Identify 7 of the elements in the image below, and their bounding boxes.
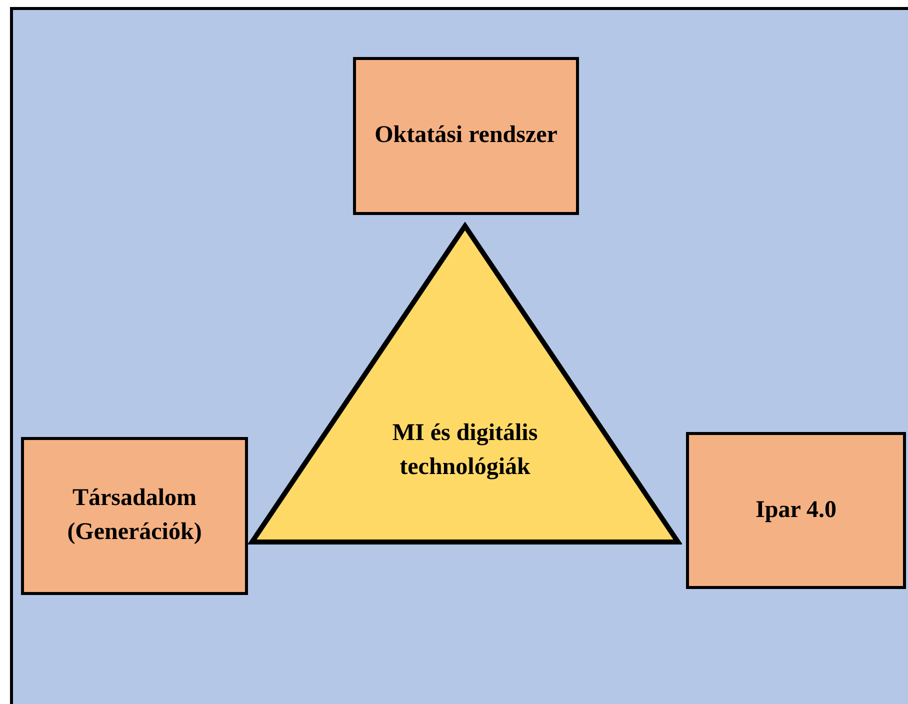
box-label: Ipar 4.0 <box>756 496 836 525</box>
box-label: Oktatási rendszer <box>374 121 558 150</box>
process-box <box>686 432 906 589</box>
box-label: Társadalom (Generációk) <box>66 484 203 547</box>
triangle-label: MI és digitális technológiák <box>391 419 539 482</box>
process-box <box>21 437 248 595</box>
process-box <box>353 57 579 215</box>
